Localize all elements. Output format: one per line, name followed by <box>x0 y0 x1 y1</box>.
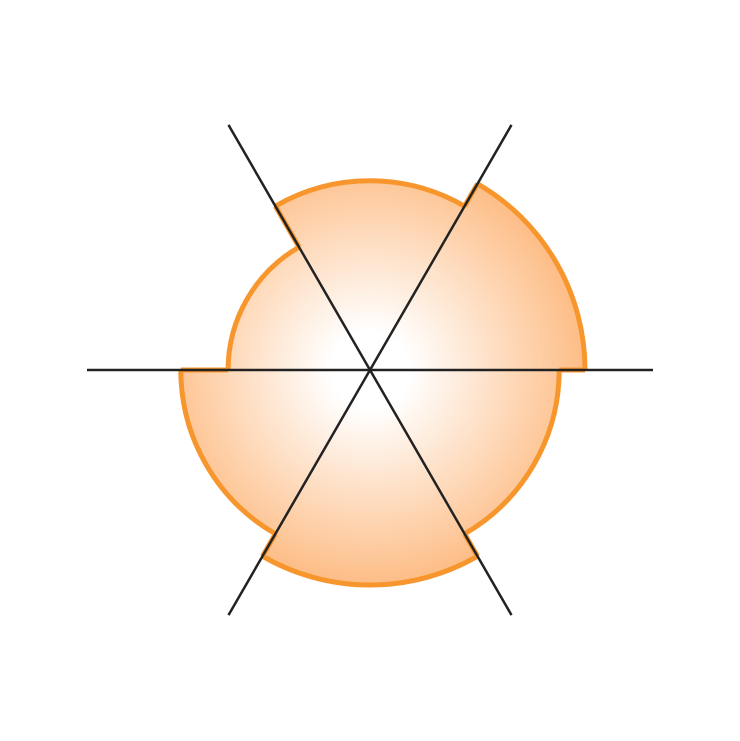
sector-4-arc <box>178 369 277 537</box>
axis-line-3 <box>227 124 513 616</box>
sector-1-arc <box>476 181 588 371</box>
sector-group <box>178 178 588 588</box>
sector-3-arc <box>225 244 301 371</box>
axis-lines <box>87 124 653 616</box>
sector-2 <box>275 180 465 370</box>
sector-5 <box>262 370 478 586</box>
sector-2-arc <box>274 178 466 209</box>
sector-5-arc <box>261 554 479 588</box>
sector-6-arc <box>463 369 562 537</box>
